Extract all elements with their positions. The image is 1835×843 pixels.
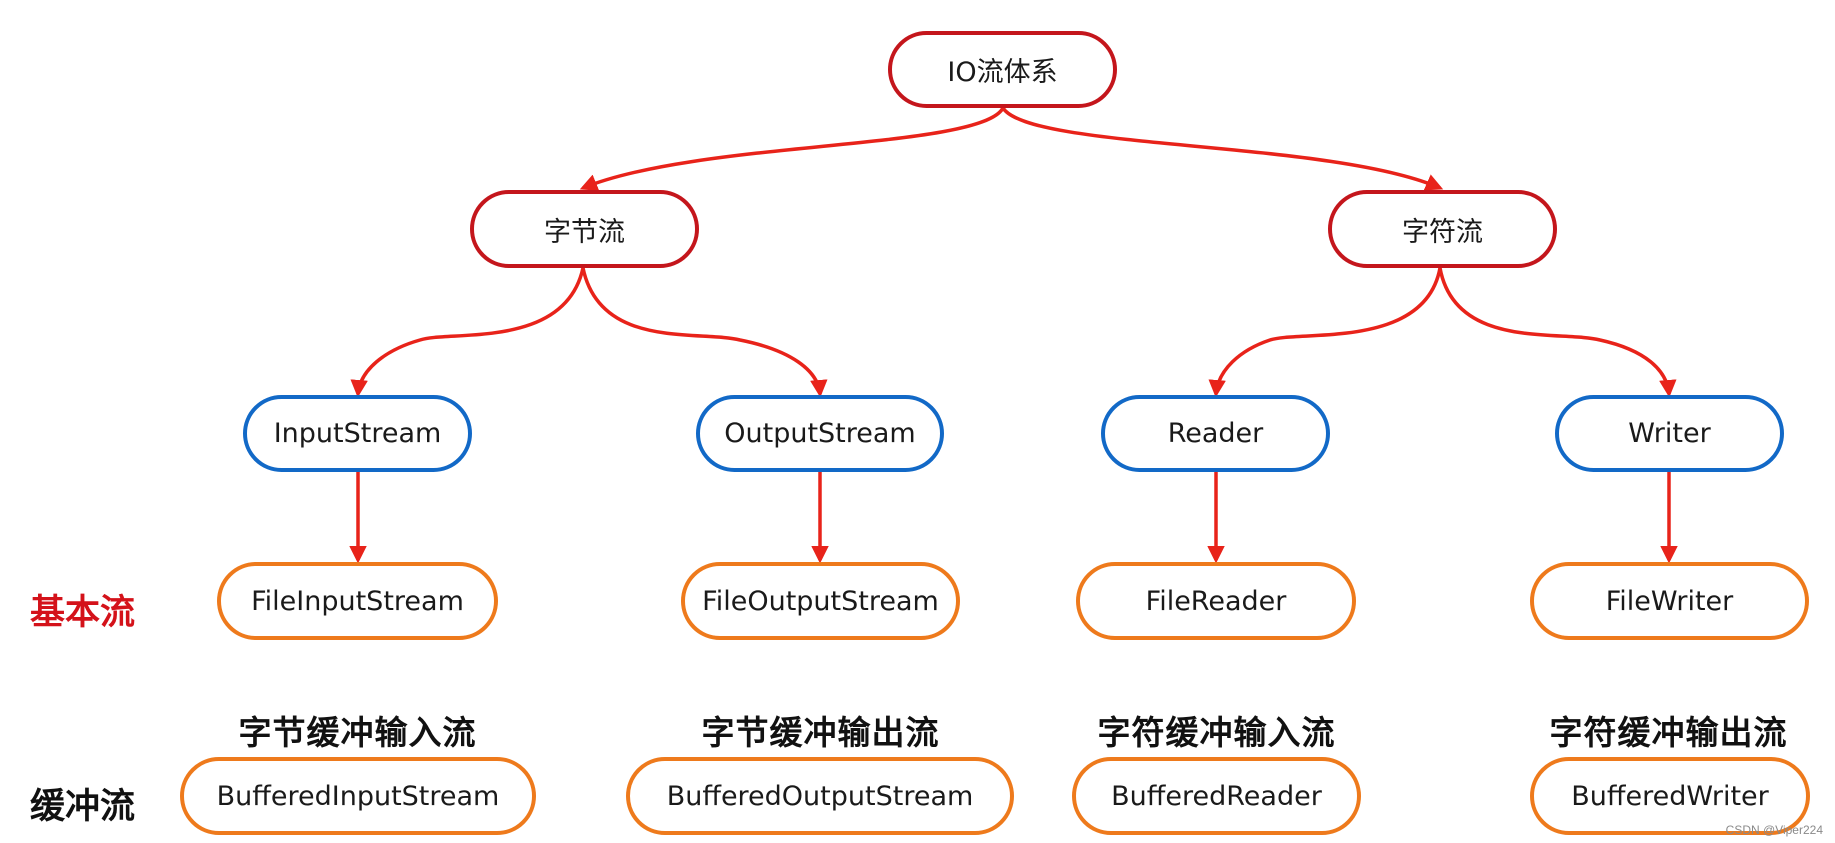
- node-input-stream: InputStream: [243, 395, 472, 472]
- edge-byte-stream-to-output-stream: [581, 267, 828, 398]
- node-char-stream: 字符流: [1328, 190, 1557, 268]
- watermark: CSDN @Viper224: [1725, 823, 1823, 837]
- node-reader: Reader: [1101, 395, 1330, 472]
- caption-byte-buffer-input: 字节缓冲输入流: [238, 713, 477, 752]
- edge-char-stream-to-writer: [1438, 267, 1677, 398]
- node-root: IO流体系: [888, 31, 1117, 108]
- node-file-input-stream: FileInputStream: [217, 562, 498, 640]
- edge-root-to-char-stream: [1001, 106, 1444, 191]
- node-byte-stream: 字节流: [470, 190, 699, 268]
- edge-char-stream-to-reader: [1208, 267, 1442, 398]
- node-buffered-input-stream: BufferedInputStream: [180, 757, 536, 835]
- caption-char-buffer-input: 字符缓冲输入流: [1097, 713, 1336, 752]
- caption-byte-buffer-output: 字节缓冲输出流: [701, 713, 940, 752]
- node-buffered-output-stream: BufferedOutputStream: [626, 757, 1014, 835]
- node-file-output-stream: FileOutputStream: [681, 562, 960, 640]
- node-output-stream: OutputStream: [696, 395, 944, 472]
- row-label-basic: 基本流: [30, 593, 136, 633]
- caption-char-buffer-output: 字符缓冲输出流: [1549, 713, 1788, 752]
- edge-root-to-byte-stream: [579, 106, 1005, 191]
- node-buffered-writer: BufferedWriter: [1530, 757, 1810, 835]
- node-file-reader: FileReader: [1076, 562, 1356, 640]
- node-file-writer: FileWriter: [1530, 562, 1809, 640]
- row-label-buffered: 缓冲流: [30, 787, 136, 827]
- edge-byte-stream-to-input-stream: [350, 267, 585, 398]
- node-buffered-reader: BufferedReader: [1072, 757, 1361, 835]
- node-writer: Writer: [1555, 395, 1784, 472]
